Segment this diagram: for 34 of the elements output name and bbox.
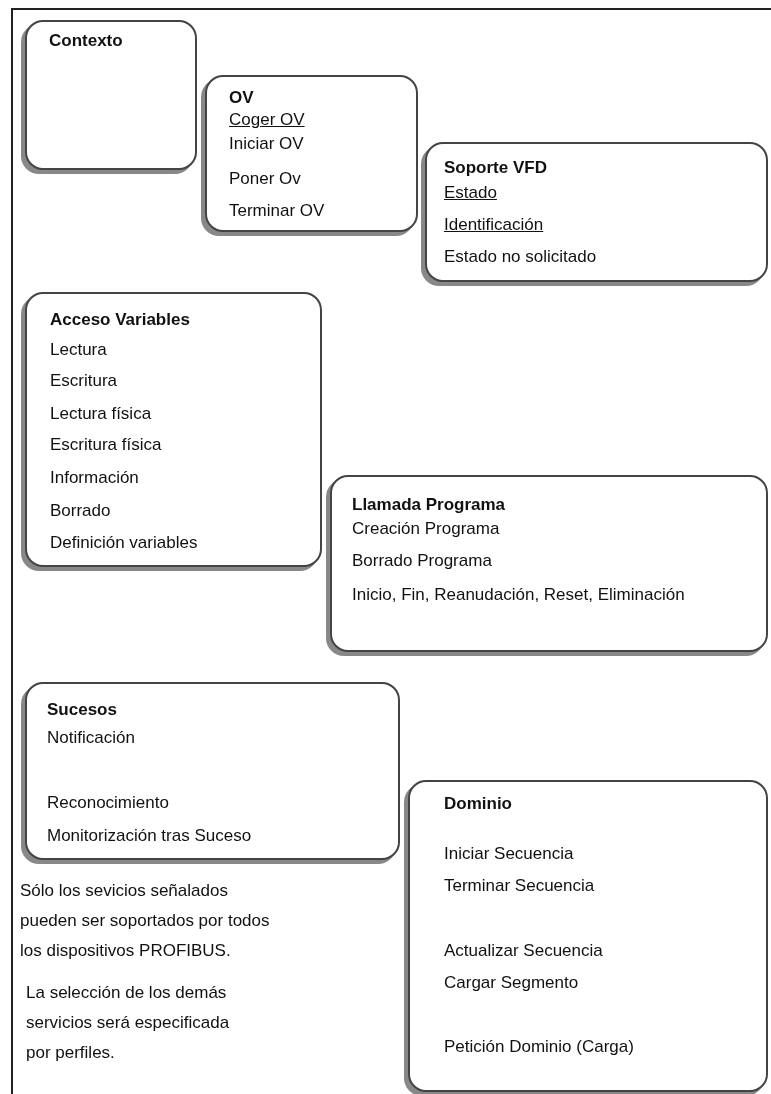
box-heading: Acceso Variables [50,309,190,330]
service-item: Iniciar Secuencia [444,843,574,864]
service-item: Información [50,467,139,488]
box-heading: Soporte VFD [444,157,547,178]
service-item: Escritura [50,370,118,391]
service-item: Identificación [444,214,544,235]
service-item: Petición Dominio (Carga) [444,1036,634,1057]
box-heading: OV [229,87,254,108]
box-heading: Sucesos [47,699,117,720]
box-heading: Llamada Programa [352,494,506,515]
service-item: Terminar Secuencia [444,875,595,896]
service-item: Escritura física [50,434,162,455]
service-item: Lectura física [50,403,152,424]
service-item: Lectura [50,339,107,360]
service-item: Notificación [47,727,135,748]
note-text: Sólo los sevicios señalados pueden ser soportados por todos los dispositivos PROFIBUS. [20,880,271,962]
service-item: Reconocimiento [47,792,169,813]
service-item: Estado no solicitado [444,246,597,267]
service-item: Actualizar Secuencia [444,940,603,961]
service-item: Definición variables [50,532,198,553]
service-item: Terminar OV [229,200,325,221]
service-item: Creación Programa [352,518,500,539]
service-item: Estado [444,182,497,203]
service-item: Cargar Segmento [444,972,579,993]
service-item: Coger OV [229,109,305,130]
service-item: Monitorización tras Suceso [47,825,252,846]
service-item: Iniciar OV [229,133,304,154]
box-heading: Contexto [49,30,123,51]
service-item: Borrado [50,500,111,521]
service-item: Poner Ov [229,168,301,189]
note-text: La selección de los demás servicios será especificada por perfiles. [26,982,231,1064]
service-item: Borrado Programa [352,550,492,571]
box-heading: Dominio [444,793,512,814]
service-item: Inicio, Fin, Reanudación, Reset, Eliminación [352,584,686,605]
